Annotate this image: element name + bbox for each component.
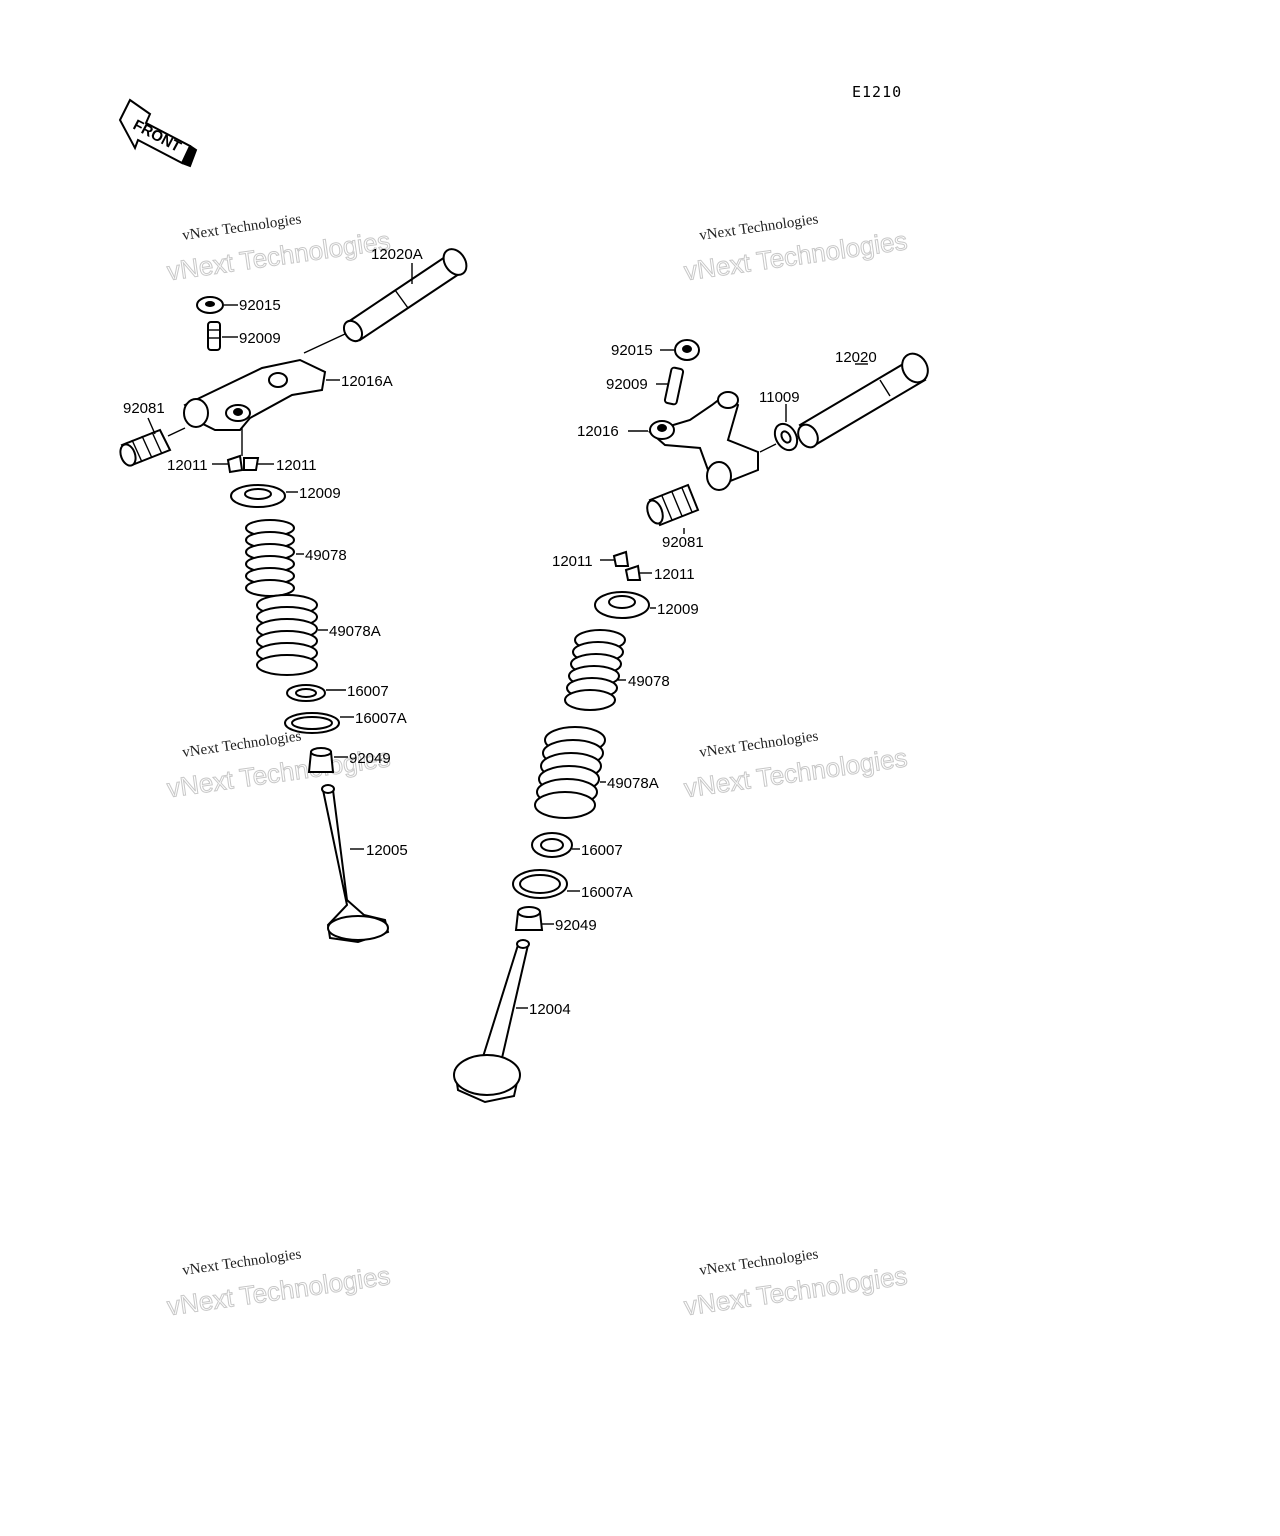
cotter-part bbox=[612, 550, 642, 581]
diagram-code: E1210 bbox=[852, 83, 902, 101]
part-label: 49078 bbox=[628, 673, 670, 690]
part-label: 12009 bbox=[299, 485, 341, 502]
part-label: 12020 bbox=[835, 349, 877, 366]
part-label: 16007 bbox=[581, 842, 623, 859]
spring-retainer-part bbox=[594, 591, 650, 619]
part-label: 49078A bbox=[329, 623, 381, 640]
part-label: 12011 bbox=[276, 457, 317, 474]
part-label: 12020A bbox=[371, 246, 423, 263]
rocker-arm-part bbox=[183, 358, 327, 431]
part-label: 12004 bbox=[529, 1001, 571, 1018]
spring-seat-washer-part bbox=[512, 869, 568, 899]
outer-valve-spring-part bbox=[256, 594, 318, 676]
rocker-shaft-part bbox=[342, 248, 468, 343]
adjust-screw-part bbox=[207, 321, 221, 351]
part-label: 92009 bbox=[606, 376, 648, 393]
nut-part bbox=[674, 339, 700, 361]
inner-valve-spring-part bbox=[245, 519, 295, 597]
outer-valve-spring-part bbox=[534, 726, 606, 819]
rocker-spring-part bbox=[646, 483, 700, 527]
part-label: 12016A bbox=[341, 373, 393, 390]
part-label: 49078A bbox=[607, 775, 659, 792]
cotter-part bbox=[226, 454, 260, 474]
spring-seat-part bbox=[531, 832, 573, 858]
rocker-shaft-part bbox=[797, 352, 929, 449]
part-label: 11009 bbox=[759, 389, 800, 406]
part-label: 92081 bbox=[662, 534, 704, 551]
part-label: 12009 bbox=[657, 601, 699, 618]
shaft-washer-part bbox=[773, 422, 799, 452]
spring-seat-washer-part bbox=[284, 712, 340, 734]
rocker-arm-part bbox=[647, 391, 759, 491]
part-label: 12016 bbox=[577, 423, 619, 440]
part-label: 12011 bbox=[654, 566, 695, 583]
part-label: 92015 bbox=[239, 297, 281, 314]
part-label: 49078 bbox=[305, 547, 347, 564]
part-label: 92009 bbox=[239, 330, 281, 347]
inner-valve-spring-part bbox=[564, 629, 626, 711]
part-label: 12011 bbox=[167, 457, 208, 474]
part-label: 92049 bbox=[349, 750, 391, 767]
spring-retainer-part bbox=[230, 484, 286, 508]
intake-valve-part bbox=[453, 939, 530, 1104]
oil-seal-part bbox=[307, 747, 335, 773]
part-label: 16007A bbox=[581, 884, 633, 901]
right-assembly: 92015 92009 12020 11009 12016 92081 1201… bbox=[453, 339, 929, 1104]
nut-part bbox=[196, 296, 224, 314]
part-label: 16007 bbox=[347, 683, 389, 700]
part-label: 92015 bbox=[611, 342, 653, 359]
exhaust-valve-part bbox=[321, 784, 390, 944]
part-label: 92081 bbox=[123, 400, 165, 417]
adjust-screw-part bbox=[663, 366, 685, 406]
part-label: 92049 bbox=[555, 917, 597, 934]
oil-seal-part bbox=[514, 906, 544, 931]
part-label: 12005 bbox=[366, 842, 408, 859]
front-arrow-icon: FRONT bbox=[118, 98, 198, 168]
rocker-spring-part bbox=[119, 428, 172, 467]
spring-seat-part bbox=[286, 684, 326, 702]
part-label: 12011 bbox=[552, 553, 593, 570]
part-label: 16007A bbox=[355, 710, 407, 727]
left-assembly: 12020A 92015 92009 12016A 92081 12011 12… bbox=[119, 246, 468, 944]
